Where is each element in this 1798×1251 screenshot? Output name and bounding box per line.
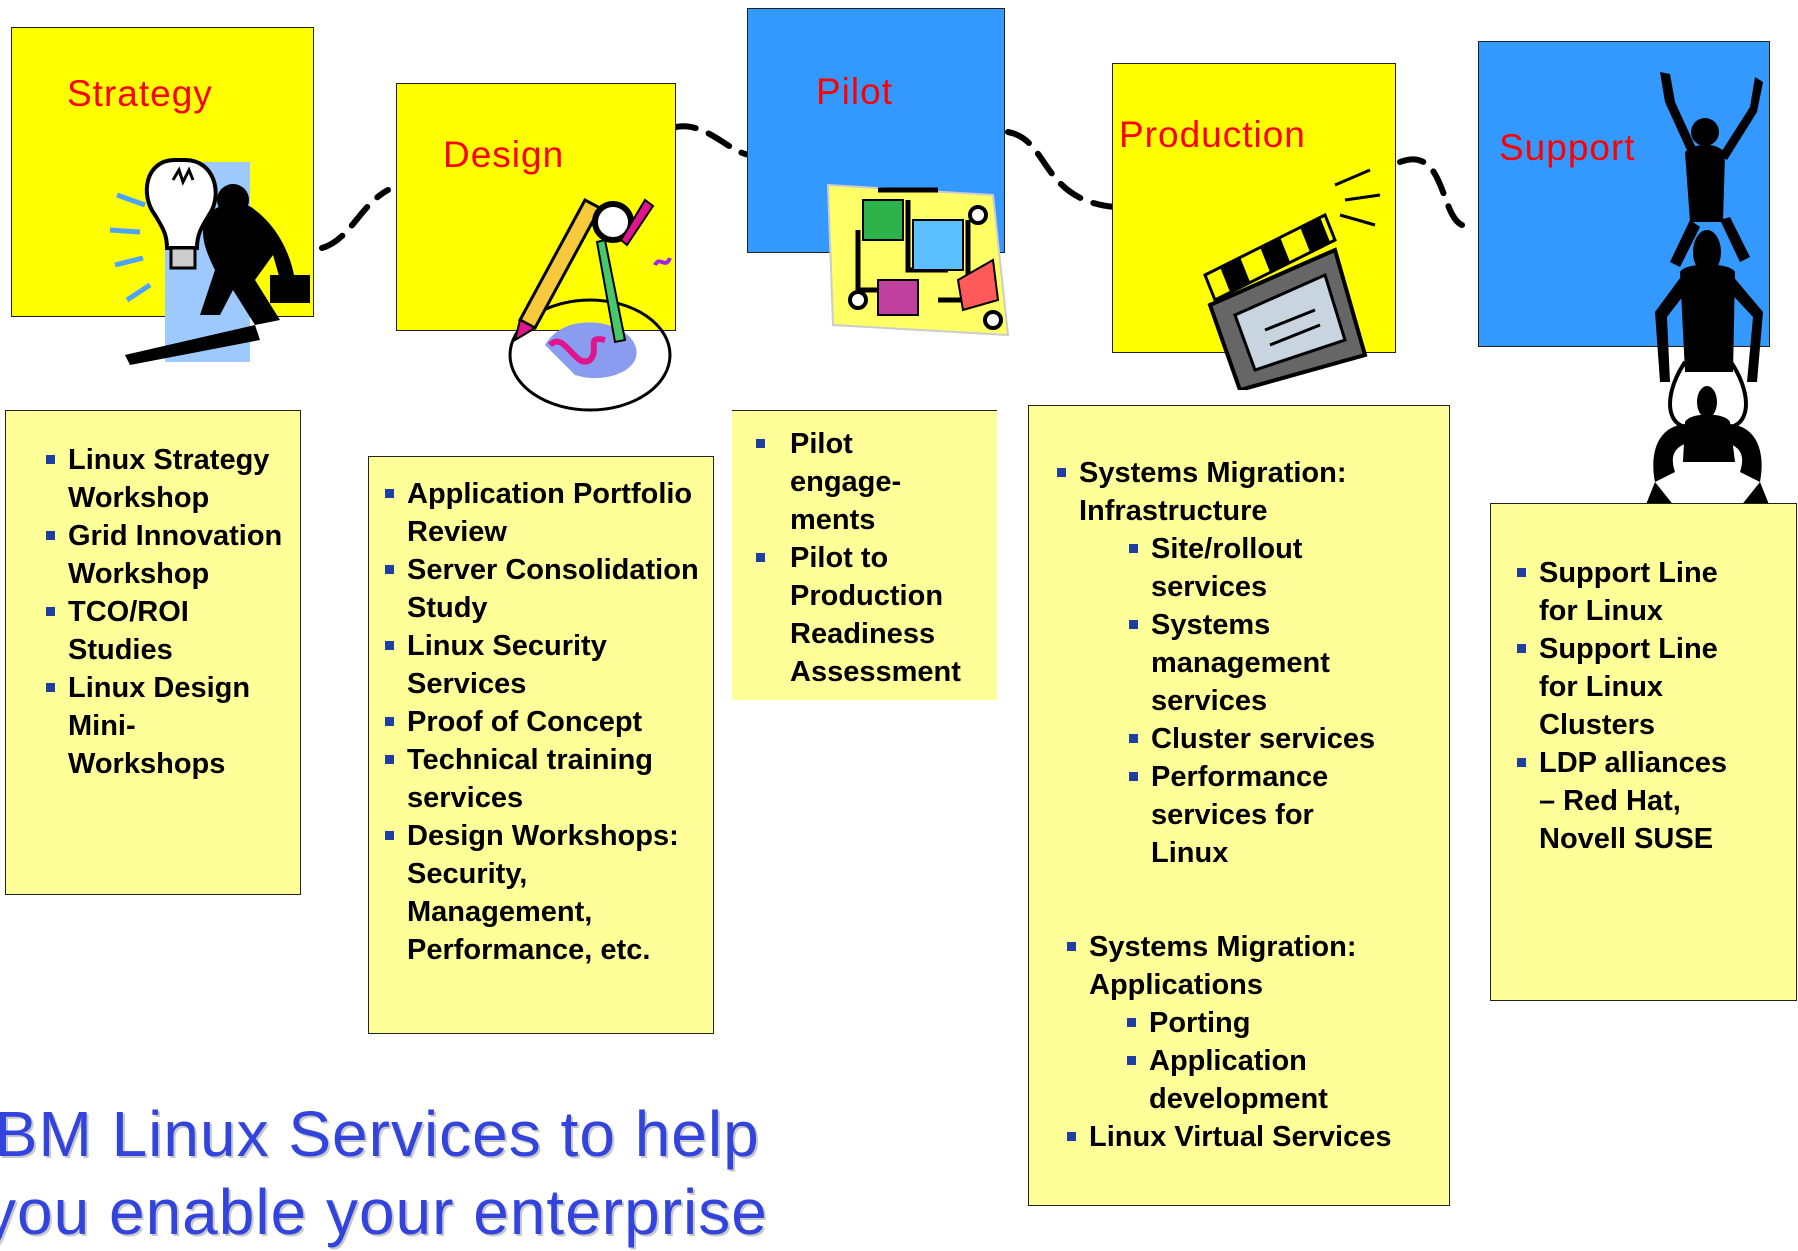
list-item: Pilot to Production Readiness Assessment (754, 539, 964, 691)
connector-production-support (1397, 156, 1465, 228)
design-services-box: Application Portfolio Review Server Cons… (368, 456, 714, 1034)
connector-pilot-production (1005, 129, 1118, 210)
connector-strategy-design (319, 187, 391, 251)
pilot-services-list: Pilot engage-ments Pilot to Production R… (754, 425, 964, 691)
list-item-infrastructure: Systems Migration: Infrastructure Site/r… (1055, 454, 1445, 872)
acrobats-icon (1645, 72, 1770, 507)
list-item: Linux Strategy Workshop (44, 441, 284, 517)
page-caption: IBM Linux Services to help you enable yo… (0, 1095, 768, 1251)
phase-strategy-title: Strategy (67, 73, 213, 114)
design-services-list: Application Portfolio Review Server Cons… (383, 475, 703, 969)
list-item: Server Consolidation Study (383, 551, 703, 627)
caption-line-1: IBM Linux Services to help (0, 1098, 760, 1170)
puzzle-gears-icon (826, 183, 1010, 337)
production-services-list: Systems Migration: Infrastructure Site/r… (1055, 454, 1445, 1156)
caption-line-2: you enable your enterprise (0, 1176, 768, 1248)
phase-design-title: Design (443, 134, 565, 175)
list-item: Design Workshops: Security, Management, … (383, 817, 703, 969)
list-item: Application development (1125, 1042, 1369, 1118)
list-item-applications: Systems Migration: Applications Porting … (1065, 928, 1409, 1118)
strategy-services-list: Linux Strategy Workshop Grid Innovation … (44, 441, 284, 783)
list-item: Performance services for Linux (1127, 758, 1351, 872)
list-item: Porting (1125, 1004, 1409, 1042)
phase-production-title: Production (1119, 114, 1306, 155)
pilot-services-box: Pilot engage-ments Pilot to Production R… (732, 410, 997, 700)
support-services-list: Support Line for Linux Support Line for … (1515, 554, 1745, 858)
list-item: Linux Design Mini-Workshops (44, 669, 284, 783)
list-item: Site/rollout services (1127, 530, 1351, 606)
list-item: Cluster services (1127, 720, 1445, 758)
list-item: Technical training services (383, 741, 703, 817)
infrastructure-label: Systems Migration: Infrastructure (1079, 457, 1347, 527)
lightbulb-businessman-icon (109, 158, 310, 365)
list-item: Support Line for Linux Clusters (1515, 630, 1745, 744)
applications-sublist: Porting Application development (1089, 1004, 1409, 1118)
list-item: Linux Security Services (383, 627, 703, 703)
connector-design-pilot (669, 123, 755, 158)
list-item: Support Line for Linux (1515, 554, 1745, 630)
list-item: Grid Innovation Workshop (44, 517, 284, 593)
list-item: Linux Virtual Services (1065, 1118, 1445, 1156)
applications-label: Systems Migration: Applications (1089, 931, 1357, 1001)
strategy-services-box: Linux Strategy Workshop Grid Innovation … (5, 410, 301, 895)
list-item: Application Portfolio Review (383, 475, 703, 551)
phase-pilot-title: Pilot (816, 71, 893, 112)
pencil-compass-icon (508, 197, 672, 412)
phase-support-title: Support (1499, 127, 1636, 168)
list-item: TCO/ROI Studies (44, 593, 284, 669)
list-item: Proof of Concept (383, 703, 703, 741)
infrastructure-sublist: Site/rollout services Systems management… (1079, 530, 1445, 872)
support-services-box: Support Line for Linux Support Line for … (1490, 503, 1797, 1001)
list-item: Systems management services (1127, 606, 1351, 720)
list-item: LDP alliances – Red Hat, Novell SUSE (1515, 744, 1745, 858)
list-item: Pilot engage-ments (754, 425, 964, 539)
production-services-box: Systems Migration: Infrastructure Site/r… (1028, 405, 1450, 1206)
phase-connectors (319, 123, 1465, 251)
clapperboard-icon (1203, 168, 1381, 390)
